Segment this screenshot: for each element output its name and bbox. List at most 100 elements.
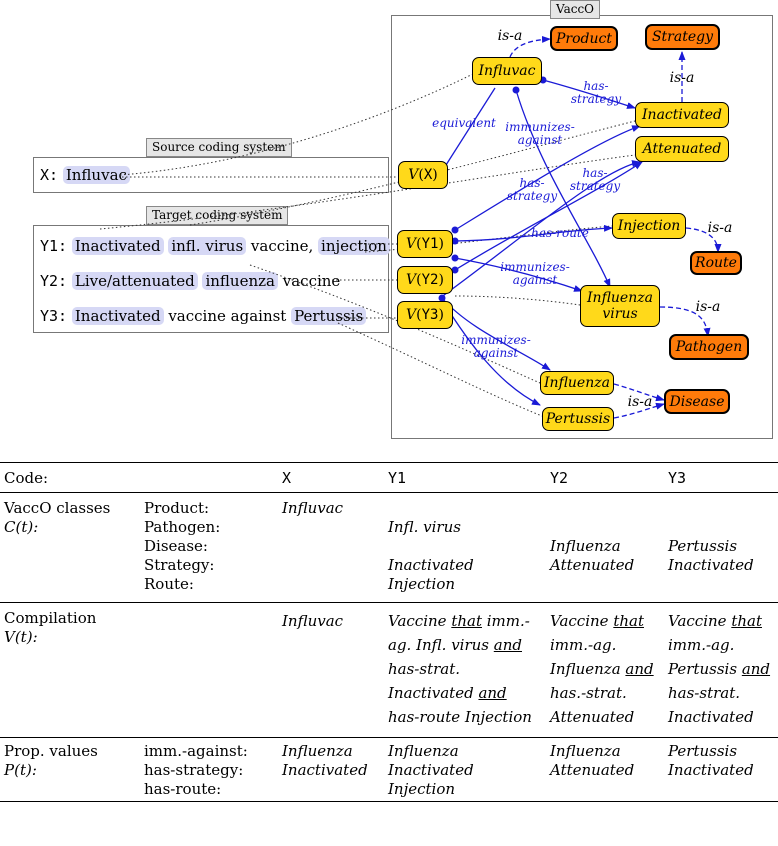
label-line: VaccO classes <box>4 499 111 517</box>
paren: ) <box>432 167 438 183</box>
label-line: Compilation <box>4 609 97 627</box>
target-coding-box: Y1: Inactivated infl. virus vaccine, inj… <box>33 225 390 333</box>
node-disease: Disease <box>664 389 730 414</box>
class-value <box>550 518 660 537</box>
label-line: P(t): <box>4 761 37 779</box>
compiled-text: has-route Injection <box>388 708 532 726</box>
header-code-y3: Y3 <box>664 462 778 493</box>
term-influvac: Influvac <box>62 166 130 184</box>
class-value <box>282 537 380 556</box>
label-has-strategy-1a: has- <box>583 79 608 93</box>
edge-vy1-has-route <box>454 224 613 242</box>
mapping-y3-pertussis <box>337 322 543 417</box>
label-isa-pathogen: is-a <box>696 299 721 315</box>
compilation-y1: Vaccine that imm.-ag. Infl. virus and ha… <box>384 602 546 738</box>
edge-dot <box>451 226 459 234</box>
edge-dot <box>451 237 459 245</box>
summary-table: Code: X Y1 Y2 Y3 VaccO classes C(t): Pro… <box>0 462 778 802</box>
class-value: Influvac <box>282 499 344 517</box>
plain-text: vaccine against <box>163 307 292 325</box>
prop-value: Influenza <box>282 742 353 760</box>
paren: ( <box>416 307 422 323</box>
node-vy1: V(Y1) <box>397 230 453 258</box>
compiled-text: Influvac <box>282 612 344 630</box>
edge-dot <box>451 266 459 274</box>
classes-fields: Product:Pathogen:Disease:Strategy:Route: <box>140 492 278 603</box>
compilation-y2: Vaccine that imm.-ag. Influenza and has.… <box>546 602 664 738</box>
header-code-x: X <box>278 462 384 493</box>
plain-text: vaccine <box>277 272 341 290</box>
label-line: V(t): <box>4 628 38 646</box>
edge-dot <box>438 294 446 302</box>
label-immunizes-3b: against <box>474 346 519 360</box>
label-isa-route: is-a <box>708 220 733 236</box>
compiled-text: imm.-ag. Pertussis <box>668 636 742 678</box>
paren: ( <box>416 236 422 252</box>
source-caption: Source coding system <box>146 138 292 157</box>
prop-value: Inactivated <box>388 761 474 779</box>
node-pathogen: Pathogen <box>669 334 749 360</box>
edge-dot <box>451 254 459 262</box>
edge-influvac-immunizes <box>515 89 611 288</box>
label-has-strategy-3b: strategy <box>570 179 620 193</box>
node-inactivated: Inactivated <box>635 102 729 128</box>
label-line: Prop. values <box>4 742 98 760</box>
node-route: Route <box>690 251 742 275</box>
source-row-x: X: Influvac <box>40 164 130 186</box>
class-value: Attenuated <box>550 556 635 574</box>
edge-influvac-has-strategy <box>542 79 636 109</box>
edge-vy1-immunizes <box>454 257 583 292</box>
label-equivalent: equivalent <box>432 116 496 130</box>
header-code-y1: Y1 <box>384 462 546 493</box>
field-name: imm.-against: <box>144 742 248 760</box>
connector-word: and <box>493 636 522 654</box>
edge-pertussis-disease <box>613 402 665 419</box>
node-code: X <box>423 167 433 183</box>
class-value <box>282 518 380 537</box>
class-value: Inactivated <box>388 556 474 574</box>
highlighted-term: injection <box>318 237 390 255</box>
node-influenza: Influenza <box>540 371 614 395</box>
node-code: Y2 <box>421 272 439 288</box>
node-code: Y1 <box>421 236 439 252</box>
highlighted-term: Inactivated <box>71 237 164 255</box>
field-name: Disease: <box>144 537 208 555</box>
paren: ) <box>438 272 444 288</box>
table-row-compilation: Compilation V(t): Influvac Vaccine that … <box>0 602 778 738</box>
props-fields: imm.-against:has-strategy:has-route: <box>140 737 278 802</box>
label-immunizes-2a: immunizes- <box>500 260 570 274</box>
edge-vy3-has-strategy <box>439 160 641 299</box>
header-code-y2: Y2 <box>546 462 664 493</box>
label-immunizes-1a: immunizes- <box>505 120 575 134</box>
node-strategy: Strategy <box>645 24 720 50</box>
highlighted-term: Pertussis <box>291 307 367 325</box>
source-coding-box: X: Influvac <box>33 157 389 193</box>
highlighted-term: infl. virus <box>168 237 247 255</box>
node-vy2: V(Y2) <box>397 266 453 294</box>
label-has-route: has-route <box>531 226 589 240</box>
field-name: has-route: <box>144 780 222 798</box>
compiled-text: imm.-ag. Influenza <box>550 636 626 678</box>
label-immunizes-3a: immunizes- <box>461 333 531 347</box>
prop-value <box>668 780 774 799</box>
mapping-y1-influenza-virus <box>454 295 581 306</box>
compiled-text: Vaccine <box>388 612 452 630</box>
field-name: Strategy: <box>144 556 215 574</box>
class-value <box>550 575 660 594</box>
row-label-props: Prop. values P(t): <box>0 737 140 802</box>
class-value: Infl. virus <box>388 518 461 536</box>
label-line: C(t): <box>4 518 39 536</box>
table-row-classes: VaccO classes C(t): Product:Pathogen:Dis… <box>0 492 778 603</box>
paren: ) <box>438 236 444 252</box>
row-code: Y2: <box>40 272 68 290</box>
table-header-row: Code: X Y1 Y2 Y3 <box>0 462 778 493</box>
connector-word: and <box>478 684 507 702</box>
target-row-y3: Y3: Inactivated vaccine against Pertussi… <box>40 305 367 327</box>
row-label-classes: VaccO classes C(t): <box>0 492 140 603</box>
target-row-y1: Y1: Inactivated infl. virus vaccine, inj… <box>40 235 390 257</box>
connector-word: and <box>625 660 654 678</box>
